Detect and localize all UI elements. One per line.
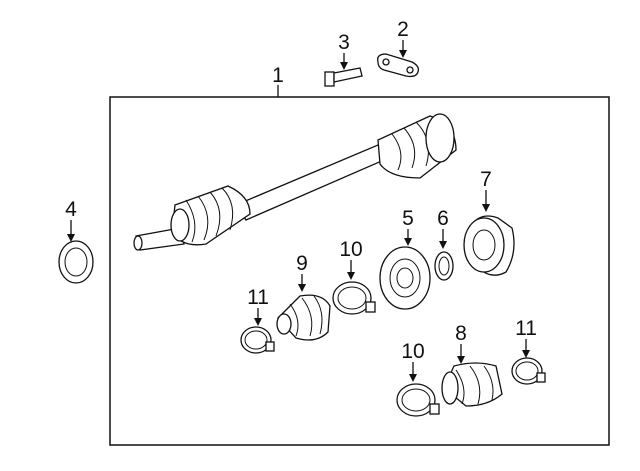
cv-joint	[379, 246, 431, 310]
clamp-large-lower	[396, 383, 440, 417]
callout-3: 3	[338, 31, 350, 54]
bracket	[377, 53, 420, 78]
callout-11-right: 11	[515, 317, 537, 340]
callout-10-lower: 10	[401, 340, 424, 363]
callout-9: 9	[296, 252, 308, 275]
retaining-ring	[434, 251, 454, 281]
boot-inner	[276, 294, 331, 341]
leader-lines	[67, 40, 530, 382]
callout-5: 5	[402, 207, 414, 230]
axle-shaft-assembly	[133, 113, 457, 251]
boot-outer	[441, 362, 503, 407]
callout-8: 8	[455, 322, 467, 345]
callout-10-upper: 10	[339, 238, 362, 261]
snap-ring	[58, 240, 94, 284]
callout-4: 4	[65, 198, 77, 221]
callout-2: 2	[397, 18, 409, 41]
callout-1: 1	[272, 64, 284, 87]
assembly-frame	[109, 96, 610, 446]
clamp-small-right	[511, 357, 546, 385]
callout-11-left: 11	[247, 286, 269, 309]
clamp-large-upper	[332, 281, 376, 315]
callout-7: 7	[480, 168, 492, 191]
clamp-small-left	[240, 326, 275, 354]
joint-housing	[463, 215, 515, 276]
bolt	[324, 67, 363, 87]
callout-6: 6	[437, 207, 449, 230]
